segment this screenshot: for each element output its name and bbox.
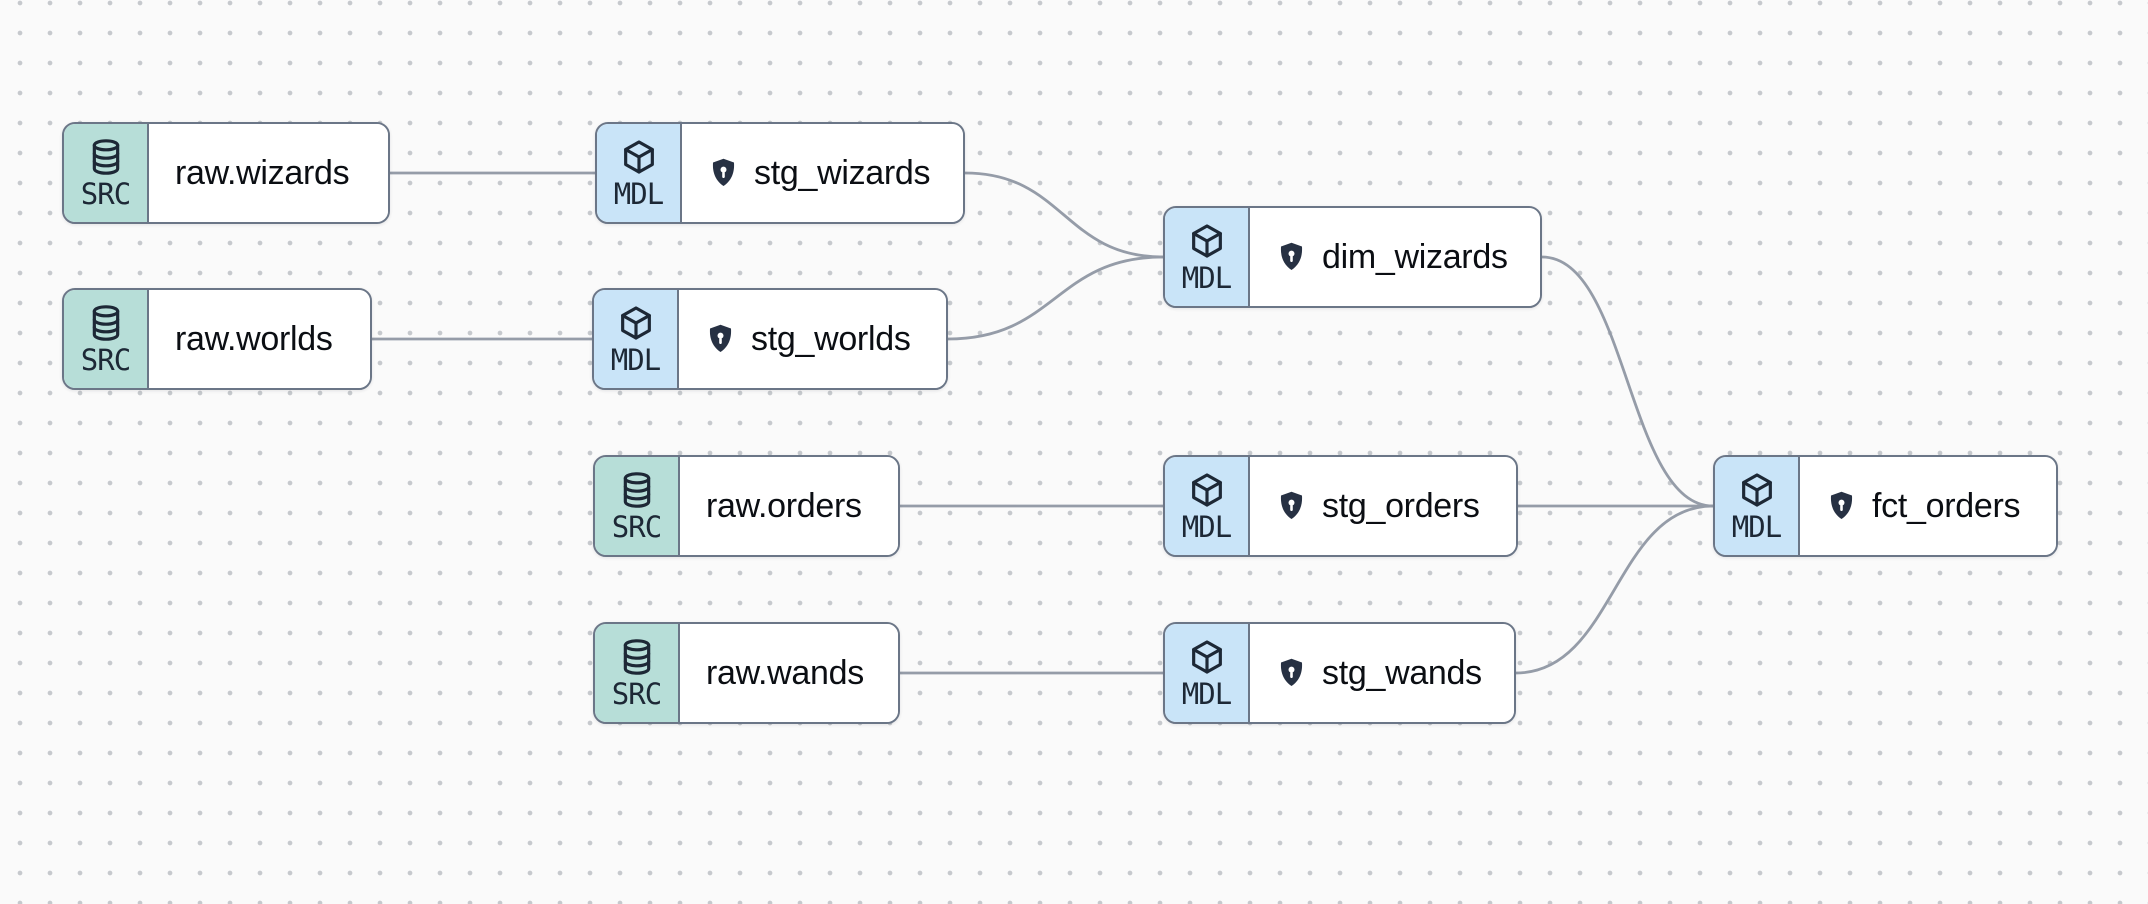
node-fct_orders[interactable]: MDL fct_orders — [1713, 455, 2058, 557]
edge-stg_wizards-to-dim_wizards — [963, 171, 1165, 259]
node-body: stg_orders — [1250, 457, 1516, 555]
node-type-badge: SRC — [595, 457, 680, 555]
shield-lock-icon — [1276, 656, 1307, 691]
node-body: stg_worlds — [679, 290, 946, 388]
cube-icon — [1737, 470, 1777, 510]
node-type-label: SRC — [611, 677, 662, 711]
node-label: raw.wizards — [175, 154, 350, 192]
shield-lock-icon — [705, 322, 736, 357]
node-type-label: MDL — [1181, 510, 1232, 544]
cube-icon — [1187, 470, 1227, 510]
edge-stg_worlds-to-dim_wizards — [946, 255, 1165, 341]
node-body: fct_orders — [1800, 457, 2056, 555]
node-stg_orders[interactable]: MDL stg_orders — [1163, 455, 1518, 557]
node-type-label: MDL — [1181, 261, 1232, 295]
node-label: raw.wands — [706, 654, 864, 692]
node-body: raw.worlds — [149, 290, 370, 388]
node-type-badge: MDL — [1165, 624, 1250, 722]
node-type-label: MDL — [610, 343, 661, 377]
node-stg_wands[interactable]: MDL stg_wands — [1163, 622, 1516, 724]
node-raw_orders[interactable]: SRC raw.orders — [593, 455, 900, 557]
node-type-badge: MDL — [1715, 457, 1800, 555]
shield-lock-icon — [1826, 489, 1857, 524]
node-dim_wizards[interactable]: MDL dim_wizards — [1163, 206, 1542, 308]
edge-dim_wizards-to-fct_orders — [1540, 255, 1715, 508]
node-body: dim_wizards — [1250, 208, 1540, 306]
node-label: dim_wizards — [1322, 238, 1508, 276]
database-icon — [86, 137, 126, 177]
node-body: stg_wizards — [682, 124, 963, 222]
cube-icon — [1187, 221, 1227, 261]
node-stg_wizards[interactable]: MDL stg_wizards — [595, 122, 965, 224]
node-body: raw.wands — [680, 624, 898, 722]
edge-stg_wands-to-fct_orders — [1514, 504, 1715, 675]
node-label: fct_orders — [1872, 487, 2021, 525]
node-label: stg_wands — [1322, 654, 1482, 692]
node-stg_worlds[interactable]: MDL stg_worlds — [592, 288, 948, 390]
node-label: stg_wizards — [754, 154, 931, 192]
node-body: stg_wands — [1250, 624, 1514, 722]
node-type-label: SRC — [611, 510, 662, 544]
node-type-label: SRC — [80, 343, 131, 377]
node-label: raw.worlds — [175, 320, 333, 358]
node-type-label: MDL — [1731, 510, 1782, 544]
node-raw_wands[interactable]: SRC raw.wands — [593, 622, 900, 724]
cube-icon — [616, 303, 656, 343]
node-type-badge: MDL — [597, 124, 682, 222]
database-icon — [617, 470, 657, 510]
node-type-badge: MDL — [1165, 208, 1250, 306]
node-body: raw.orders — [680, 457, 898, 555]
node-type-label: MDL — [1181, 677, 1232, 711]
node-type-label: MDL — [613, 177, 664, 211]
node-label: stg_worlds — [751, 320, 911, 358]
node-type-badge: MDL — [1165, 457, 1250, 555]
shield-lock-icon — [1276, 240, 1307, 275]
cube-icon — [1187, 637, 1227, 677]
node-label: stg_orders — [1322, 487, 1480, 525]
node-label: raw.orders — [706, 487, 862, 525]
node-type-badge: SRC — [64, 124, 149, 222]
shield-lock-icon — [708, 156, 739, 191]
node-type-badge: MDL — [594, 290, 679, 388]
node-type-badge: SRC — [595, 624, 680, 722]
node-type-label: SRC — [80, 177, 131, 211]
node-body: raw.wizards — [149, 124, 388, 222]
node-raw_wizards[interactable]: SRC raw.wizards — [62, 122, 390, 224]
database-icon — [617, 637, 657, 677]
cube-icon — [619, 137, 659, 177]
node-type-badge: SRC — [64, 290, 149, 388]
database-icon — [86, 303, 126, 343]
node-raw_worlds[interactable]: SRC raw.worlds — [62, 288, 372, 390]
shield-lock-icon — [1276, 489, 1307, 524]
